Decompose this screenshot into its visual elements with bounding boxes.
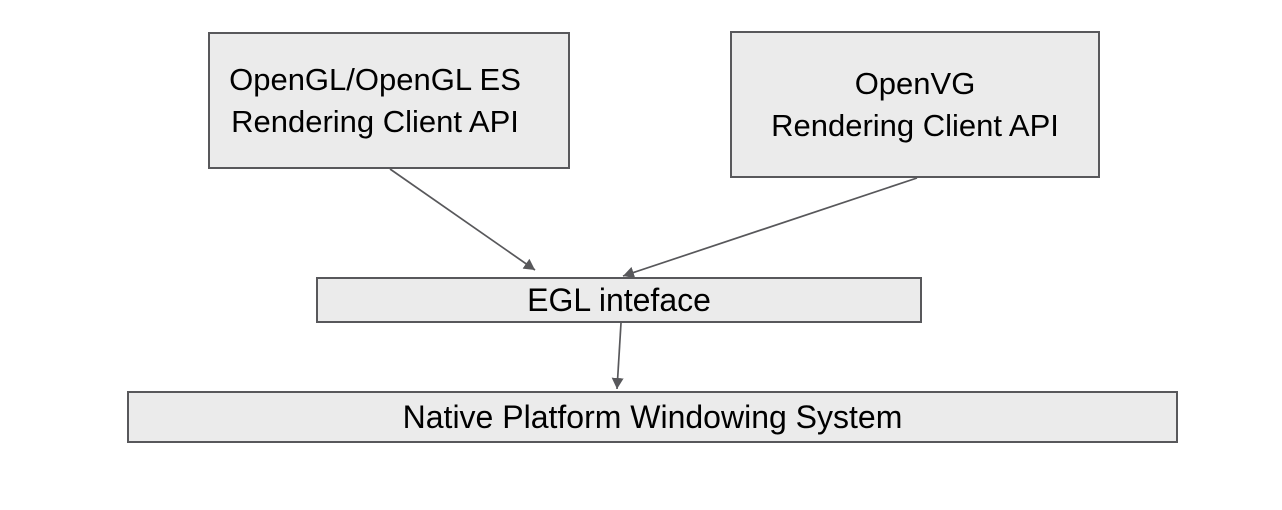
arrow-egl-to-native: [611, 322, 624, 390]
node-openvg-label-line1: OpenVG: [854, 65, 976, 101]
node-opengl-es-label-line1: OpenGL/OpenGL ES: [229, 61, 521, 97]
node-openvg-label: OpenVG Rendering Client API: [771, 63, 1059, 147]
node-opengl-es-label-line2: Rendering Client API: [231, 103, 519, 139]
node-openvg-label-line2: Rendering Client API: [771, 107, 1059, 143]
arrow-openvg-to-egl: [622, 177, 918, 279]
node-egl-label: EGL inteface: [527, 282, 711, 318]
node-native-label: Native Platform Windowing System: [402, 399, 903, 435]
node-native-platform-windowing-system: Native Platform Windowing System: [127, 391, 1178, 443]
node-opengl-es-client-api: OpenGL/OpenGL ES Rendering Client API: [208, 32, 570, 169]
node-egl-interface: EGL inteface: [316, 277, 922, 323]
node-opengl-es-label: OpenGL/OpenGL ES Rendering Client API: [229, 59, 521, 143]
arrow-opengl-to-egl: [389, 168, 536, 271]
node-openvg-client-api: OpenVG Rendering Client API: [730, 31, 1100, 178]
